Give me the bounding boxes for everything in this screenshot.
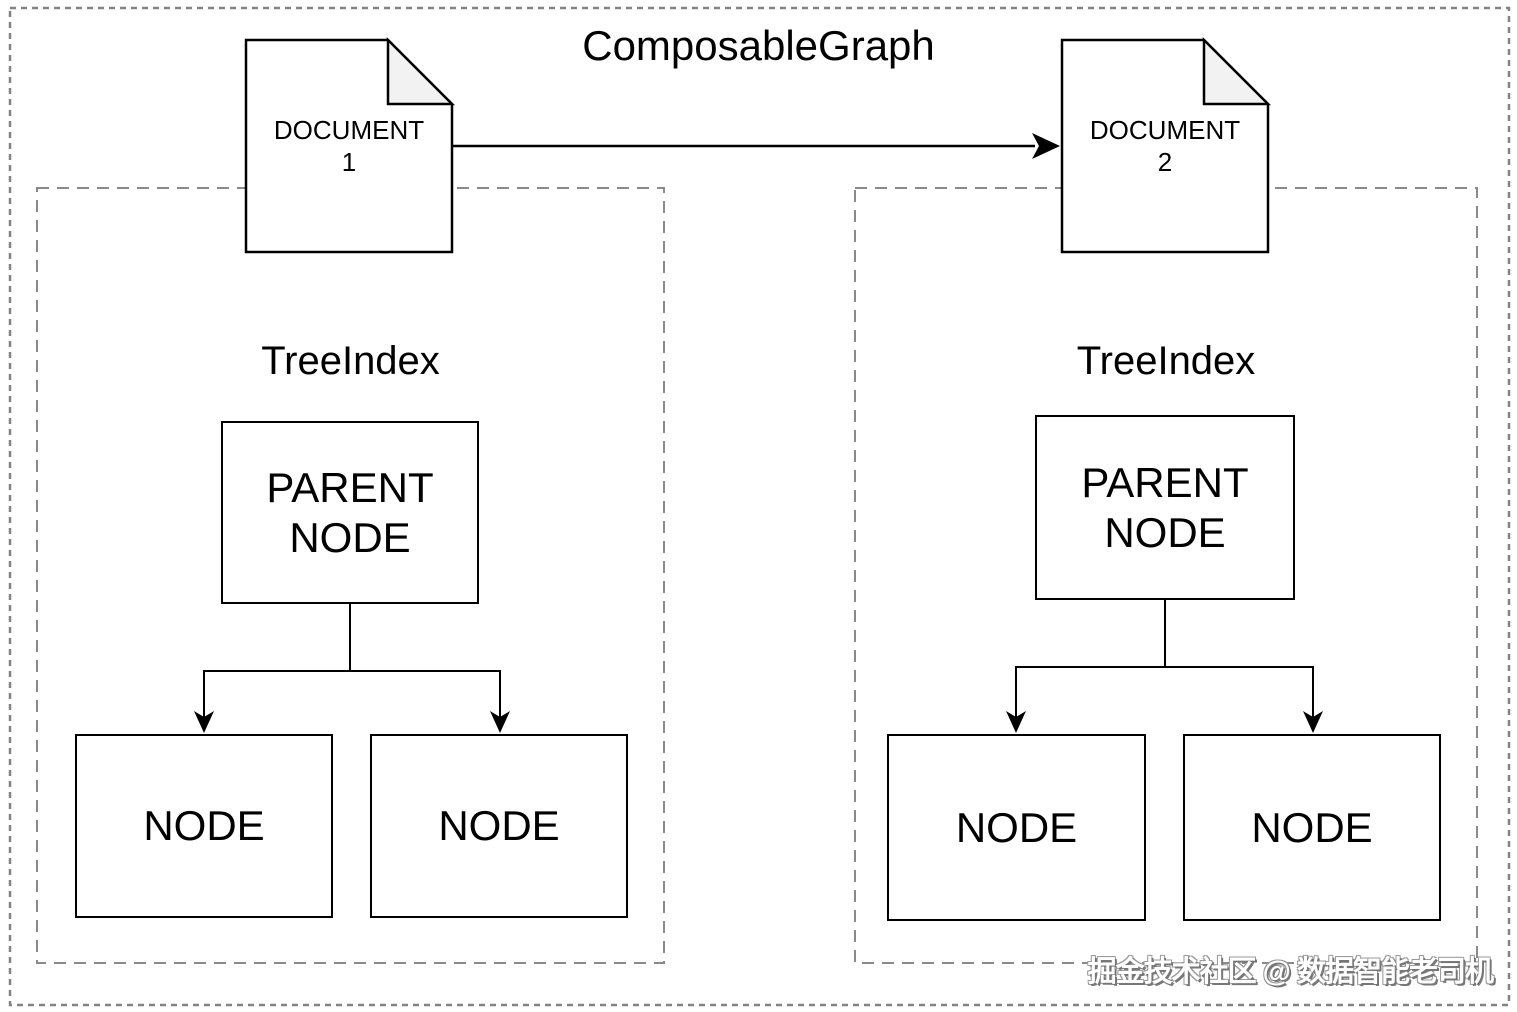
document-2-label-name: DOCUMENT [1089, 115, 1241, 145]
parent-node-right-line1: PARENT [1081, 458, 1249, 506]
document-1-label-name: DOCUMENT [273, 115, 425, 145]
left-child2-arrow-head [490, 711, 510, 733]
document-2-label-number: 2 [1157, 147, 1173, 177]
child-node-box-right-1: NODE [887, 734, 1146, 921]
watermark-text: 掘金技术社区 @ 数据智能老司机 [1087, 956, 1494, 988]
document-1-fold-corner [386, 36, 456, 106]
tree-index-label-left: TreeIndex [261, 339, 440, 383]
child-node-box-right-2: NODE [1183, 734, 1441, 921]
outer-dashed-border [8, 6, 1511, 1007]
document-2-label: DOCUMENT 2 [1062, 40, 1268, 252]
document-1-label: DOCUMENT 1 [246, 40, 452, 252]
parent-node-box-right: PARENT NODE [1035, 415, 1295, 600]
child-node-box-left-1: NODE [75, 734, 333, 918]
parent-node-left-line1: PARENT [266, 463, 434, 511]
left-child1-arrow-head [194, 711, 214, 733]
parent-node-left-line2: NODE [289, 513, 411, 561]
document-2-fold-corner [1202, 36, 1272, 106]
child-node-box-left-2: NODE [370, 734, 628, 918]
document-1-label-number: 1 [341, 147, 357, 177]
tree-index-label-right: TreeIndex [1076, 339, 1256, 383]
parent-node-right-line2: NODE [1104, 508, 1226, 556]
diagram-title: ComposableGraph [582, 22, 935, 69]
arrow-doc1-to-doc2-head [1032, 133, 1060, 159]
right-child1-arrow-head [1006, 711, 1026, 733]
right-child2-arrow-head [1303, 711, 1323, 733]
parent-node-box-left: PARENT NODE [221, 421, 479, 604]
